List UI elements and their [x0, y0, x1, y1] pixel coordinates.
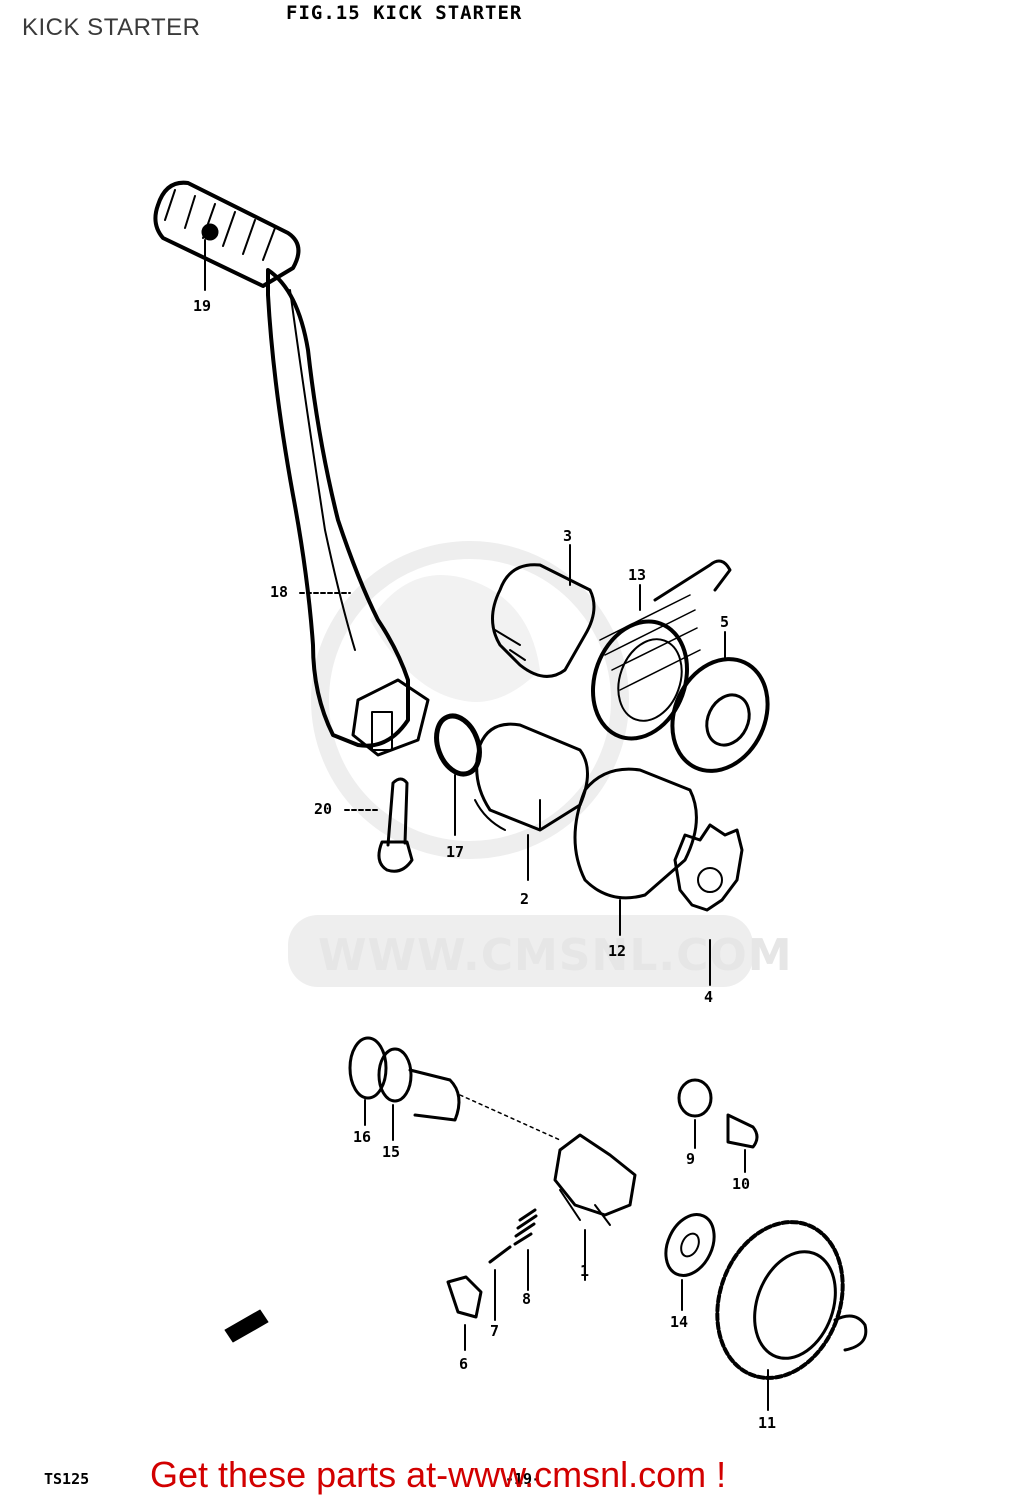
callout-17: 17: [446, 843, 465, 861]
model-code: TS125: [44, 1470, 90, 1488]
part-3-stopper: [491, 544, 596, 678]
callout-9: 9: [686, 1150, 696, 1168]
callout-15: 15: [382, 1143, 401, 1161]
part-14-washer: [664, 1213, 716, 1311]
part-1-pawl: [553, 1133, 637, 1281]
part-2-shaft: [474, 722, 589, 881]
figure-title: FIG.15 KICK STARTER: [286, 2, 523, 24]
callout-13: 13: [628, 566, 647, 584]
part-7-pin: [488, 1245, 512, 1321]
callout-2: 2: [520, 890, 530, 908]
callout-8: 8: [522, 1290, 532, 1308]
part-11-gear: [715, 1220, 868, 1411]
callout-16: 16: [353, 1128, 372, 1146]
callout-12: 12: [608, 942, 627, 960]
callout-6: 6: [459, 1355, 469, 1373]
part-16-15-washers: [348, 1036, 561, 1141]
callout-4: 4: [704, 988, 714, 1006]
part-13-spring: [590, 559, 732, 741]
callout-18: 18: [270, 583, 289, 601]
part-19-grip: [153, 180, 301, 291]
part-12-guide: [573, 767, 698, 936]
callout-19: 19: [193, 297, 212, 315]
page-title: KICK STARTER: [22, 14, 201, 41]
callout-10: 10: [732, 1175, 751, 1193]
watermark-text: WWW.CMSNL.COM: [318, 930, 793, 981]
callout-3: 3: [563, 527, 573, 545]
part-9-10-fasteners: [677, 1078, 759, 1173]
part-18-lever: [266, 268, 430, 757]
part-6-pawl: [446, 1275, 483, 1351]
part-17-seal: [434, 713, 482, 836]
page-number: -19-: [505, 1470, 542, 1488]
part-5-washer: [670, 631, 770, 773]
parts-link[interactable]: Get these parts at-www.cmsnl.com !: [150, 1454, 727, 1495]
callout-1: 1: [580, 1262, 590, 1280]
callout-5: 5: [720, 613, 730, 631]
callout-11: 11: [758, 1414, 777, 1432]
part-20-bolt: [344, 777, 414, 873]
callout-14: 14: [670, 1313, 689, 1331]
callout-20: 20: [314, 800, 333, 818]
part-4-plate: [673, 823, 744, 986]
part-8-spring: [513, 1208, 538, 1291]
callout-7: 7: [490, 1322, 500, 1340]
